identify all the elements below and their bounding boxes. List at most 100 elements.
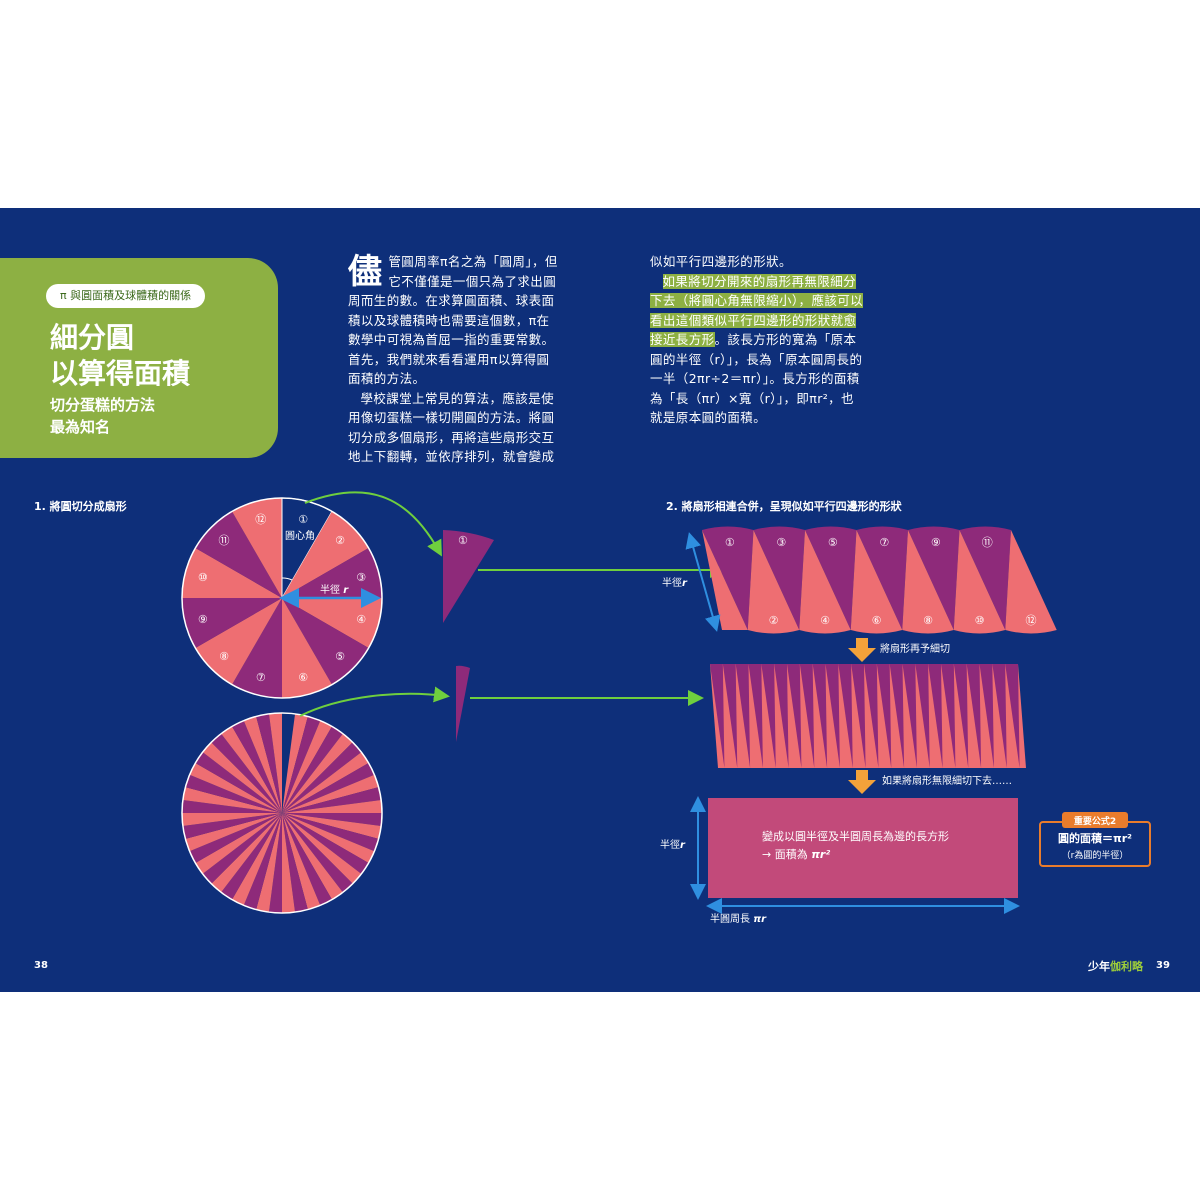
fine-sector — [282, 813, 382, 839]
fine-para-sector — [1005, 664, 1020, 768]
para-bottom-number: ⑩ — [975, 614, 985, 627]
sector-number: ⑫ — [255, 513, 266, 526]
infinite-label: 如果將扇形無限細切下去…… — [882, 774, 1012, 787]
circle-sector — [282, 548, 382, 598]
fine-sector — [256, 813, 282, 913]
sector-number: ⑥ — [298, 671, 308, 684]
fine-para-sector — [774, 664, 789, 768]
para-top-number: ⑨ — [931, 536, 941, 549]
fine-sector — [185, 813, 282, 852]
sector-number: ② — [335, 534, 345, 547]
down-arrow-2 — [848, 770, 876, 794]
fine-sector — [189, 763, 282, 813]
para-sector-top — [805, 526, 857, 630]
sector-number: ⑦ — [256, 671, 266, 684]
fine-para-sector — [864, 664, 879, 768]
section-tag: π 與圓面積及球體積的關係 — [46, 284, 206, 308]
fine-sector — [282, 813, 369, 874]
fine-sector — [243, 813, 282, 910]
fine-para-sector — [953, 664, 969, 768]
para-sector-top — [856, 526, 908, 630]
parallelogram-fine — [710, 664, 1026, 768]
fine-para-sector — [941, 664, 956, 768]
fine-para-sector — [710, 664, 725, 768]
fine-para-sector — [876, 664, 892, 768]
circle-fine-sectors — [181, 712, 383, 914]
para-sector-bottom — [1005, 530, 1057, 634]
circle-sector — [282, 598, 332, 698]
title-box: π 與圓面積及球體積的關係 細分圓 以算得面積 切分蛋糕的方法 最為知名 — [0, 258, 278, 458]
formula-note: （r為圓的半徑） — [1062, 849, 1129, 861]
fine-sector — [211, 733, 282, 813]
sector-number: ⑧ — [219, 650, 229, 663]
fine-para-sector — [812, 664, 828, 768]
center-angle-label: 圓心角 — [285, 530, 315, 542]
fine-sector — [282, 813, 362, 884]
page-title: 細分圓 以算得面積 — [50, 321, 191, 390]
book-spread: π 與圓面積及球體積的關係 細分圓 以算得面積 切分蛋糕的方法 最為知名 儘管圓… — [0, 208, 1200, 992]
rect-text-line2: → 面積為 πr² — [762, 847, 830, 861]
half-circumference-label: 半圓周長 πr — [710, 912, 767, 925]
down-arrow-1 — [848, 638, 876, 662]
fine-para-sector — [889, 664, 905, 768]
step2-label: 2. 將扇形相連合併，呈現似如平行四邊形的形狀 — [666, 499, 903, 513]
fine-sector — [282, 733, 353, 813]
fine-sector — [232, 813, 282, 906]
circle-sector — [232, 498, 282, 598]
fine-sector — [282, 813, 332, 906]
fine-sector — [202, 813, 282, 884]
fine-para-sector — [928, 664, 943, 768]
drop-cap: 儘 — [348, 252, 383, 292]
fine-sector — [282, 813, 308, 913]
fine-para-sector — [787, 664, 802, 768]
fine-sector — [282, 752, 369, 813]
fine-sector — [282, 813, 321, 910]
fine-para-sector — [902, 664, 917, 768]
circle-sector — [232, 598, 282, 698]
fine-para-sector — [992, 664, 1007, 768]
circle-sector — [182, 598, 282, 648]
fine-sector — [232, 720, 282, 813]
para-top-number: ③ — [776, 536, 786, 549]
sector-number: ④ — [356, 613, 366, 626]
radius-label: 半徑 r — [320, 583, 349, 596]
parallelogram-height-arrow — [685, 532, 721, 632]
fine-sector — [182, 787, 282, 813]
fine-sector — [221, 726, 282, 813]
fine-sector — [282, 763, 375, 813]
fine-sector — [282, 813, 296, 913]
fine-circle-outline — [181, 712, 383, 914]
fine-sector — [282, 742, 362, 813]
circle-sector — [195, 511, 282, 598]
fine-sector — [282, 813, 375, 863]
sector-number: ⑨ — [198, 613, 208, 626]
fine-sector — [195, 752, 282, 813]
center-angle-arc — [281, 577, 293, 581]
body-column-1: 儘管圓周率π名之為「圓周」，但它不僅僅是一個只為了求出圓周而生的數。在求算圓面積… — [348, 252, 562, 467]
para-top-number: ⑤ — [828, 536, 838, 549]
para-top-number: ⑪ — [982, 536, 993, 549]
body-column-2: 似如平行四邊形的形狀。 如果將切分開來的扇形再無限細分下去（將圓心角無限縮小），… — [650, 252, 866, 428]
fine-para-sector — [825, 664, 840, 768]
para-sector-bottom — [850, 530, 903, 634]
parallelogram-radius-label: 半徑r — [662, 576, 688, 589]
formula-badge-bg — [1062, 812, 1128, 828]
formula-main: 圓的面積＝πr² — [1058, 831, 1132, 845]
body-paragraph-4: 。該長方形的寬為「原本圓的半徑（r）」，長為「原本圓周長的一半（2πr÷2＝πr… — [650, 332, 863, 425]
fine-sector — [221, 813, 282, 900]
page-number-left: 38 — [34, 960, 48, 971]
arrow-to-sector — [304, 491, 442, 557]
body-paragraph-1: 管圓周率π名之為「圓周」，但它不僅僅是一個只為了求出圓周而生的數。在求算圓面積、… — [348, 254, 558, 386]
fine-para-sector — [851, 664, 866, 768]
para-sector-top — [959, 526, 1011, 630]
arrow-to-thin-sector — [299, 686, 450, 717]
rect-text-line1: 變成以圓半徑及半圓周長為邊的長方形 — [762, 829, 949, 843]
para-sector-bottom — [902, 530, 954, 634]
fine-sector — [182, 813, 282, 827]
diagram-canvas: 1. 將圓切分成扇形 2. 將扇形相連合併，呈現似如平行四邊形的形狀 ①②③④⑤… — [34, 491, 1151, 925]
para-bottom-number: ② — [769, 614, 779, 627]
body-paragraph-2: 學校課堂上常見的算法，應該是使用像切蛋糕一樣切開圓的方法。將圓切分成多個扇形，再… — [348, 390, 555, 465]
sector-number: ⑩ — [198, 571, 208, 584]
